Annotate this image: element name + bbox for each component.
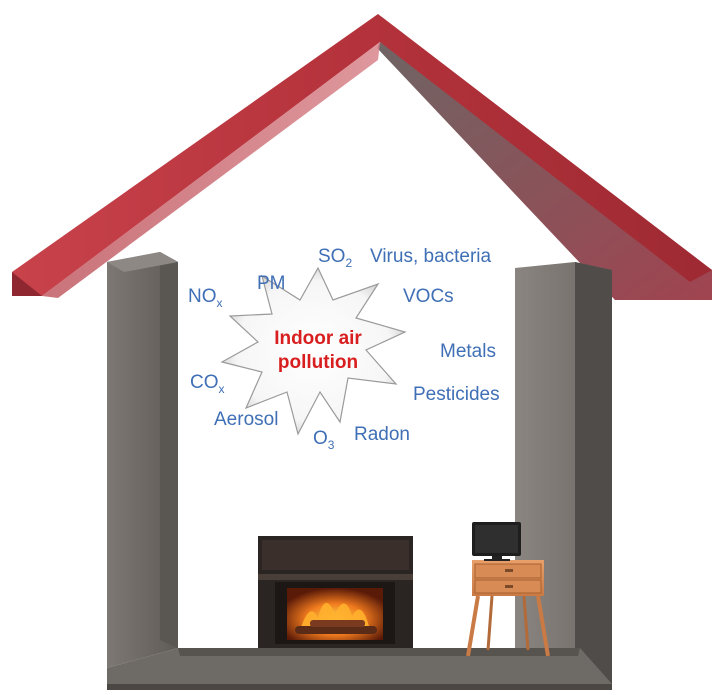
label-pm: PM bbox=[257, 273, 286, 294]
pollution-starburst bbox=[220, 266, 407, 436]
label-aerosol: Aerosol bbox=[214, 409, 278, 430]
fireplace bbox=[258, 536, 413, 648]
left-wall bbox=[107, 252, 178, 668]
label-o3: O3 bbox=[313, 428, 335, 452]
monitor bbox=[472, 522, 521, 561]
label-cox: COx bbox=[190, 372, 225, 396]
label-so2: SO2 bbox=[318, 246, 352, 270]
center-label-line2: pollution bbox=[278, 352, 358, 373]
right-wall bbox=[515, 262, 612, 684]
label-vocs: VOCs bbox=[403, 286, 454, 307]
label-metals: Metals bbox=[440, 341, 496, 362]
label-virus-bacteria: Virus, bacteria bbox=[370, 246, 492, 267]
center-label-line1: Indoor air bbox=[274, 328, 362, 349]
label-nox: NOx bbox=[188, 286, 223, 310]
side-table bbox=[466, 560, 550, 657]
label-pesticides: Pesticides bbox=[413, 384, 500, 405]
roof bbox=[12, 14, 712, 300]
floor bbox=[107, 648, 612, 690]
label-radon: Radon bbox=[354, 424, 410, 445]
